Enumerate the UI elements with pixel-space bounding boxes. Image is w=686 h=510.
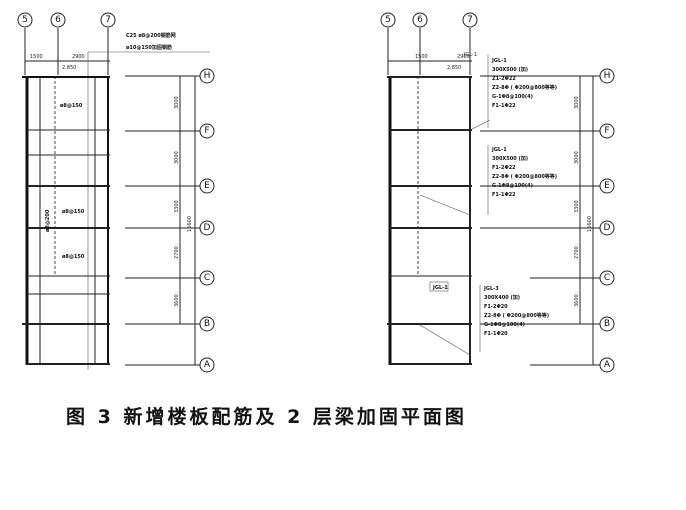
axis-bubble	[50, 12, 66, 28]
axis-bubble	[199, 357, 215, 373]
beam-note: Z2-8Φ ( Φ200@800等等)	[492, 173, 557, 180]
column-axis-label: 6	[417, 15, 423, 25]
row-axis-label: H	[204, 71, 211, 81]
beam-note: Z2-8Φ ( Φ200@800等等)	[492, 84, 557, 91]
rebar-note: C25 ø8@200钢筋网	[126, 32, 176, 39]
axis-bubble	[412, 12, 428, 28]
beam-tag: JGL-1	[432, 285, 448, 291]
beam-note: Z1-2Φ22	[492, 76, 516, 82]
rebar-note: ø8@200	[45, 209, 51, 232]
column-axis-label: 7	[105, 15, 111, 25]
beam-note: F1-2Φ20	[484, 304, 508, 310]
dimension-label: 3000	[174, 96, 180, 109]
beam-note: 300X500 (加)	[492, 155, 528, 162]
column-axis-label: 7	[467, 15, 473, 25]
dimension-label: 1500	[415, 54, 428, 60]
row-axis-label: B	[204, 319, 210, 329]
beam-note: F1-1Φ22	[492, 192, 516, 198]
axis-bubble	[599, 357, 615, 373]
axis-bubble	[599, 316, 615, 332]
rebar-note: ø10@150加固钢筋	[126, 44, 172, 51]
right-floor-plan	[387, 28, 607, 366]
beam-note: JGL-1	[491, 58, 507, 64]
row-axis-label: F	[204, 126, 209, 136]
dimension-label: 2.850	[62, 65, 76, 71]
row-axis-label: D	[604, 223, 611, 233]
dimension-label: 3000	[174, 151, 180, 164]
rebar-note: ø8@150	[62, 254, 85, 260]
axis-bubble	[599, 220, 615, 236]
dimension-label: 3000	[574, 96, 580, 109]
axis-bubble	[199, 178, 215, 194]
axis-bubble	[199, 316, 215, 332]
beam-note: F1-1Φ22	[492, 103, 516, 109]
axis-bubble	[199, 270, 215, 286]
axis-bubble	[599, 178, 615, 194]
dimension-label: 3600	[574, 294, 580, 307]
beam-note: JGL-1	[491, 147, 507, 153]
axis-bubble	[599, 68, 615, 84]
column-axis-label: 6	[55, 15, 61, 25]
left-floor-plan	[22, 28, 210, 370]
dimension-label: 3300	[174, 200, 180, 213]
column-axis-label: 5	[22, 15, 28, 25]
dimension-label: 3000	[574, 151, 580, 164]
dimension-label: 2900	[72, 54, 85, 60]
row-axis-label: E	[204, 181, 210, 191]
beam-note: G-1Φ8@100(4)	[492, 183, 533, 189]
beam-note: JGL-3	[483, 286, 499, 292]
dimension-label: 2700	[174, 246, 180, 259]
axis-bubble	[17, 12, 33, 28]
column-axis-label: 5	[385, 15, 391, 25]
dimension-label: 3600	[174, 294, 180, 307]
dimension-label: 15600	[187, 216, 193, 232]
beam-note: Z2-8Φ ( Φ200@800等等)	[484, 312, 549, 319]
axis-bubble	[199, 68, 215, 84]
axis-bubble	[380, 12, 396, 28]
row-axis-label: H	[604, 71, 611, 81]
axis-bubble	[599, 123, 615, 139]
beam-note: G-1Φ8@100(4)	[484, 322, 525, 328]
dimension-label: 15600	[587, 216, 593, 232]
dimension-label: 2700	[574, 246, 580, 259]
row-axis-label: A	[204, 360, 211, 370]
row-axis-label: C	[604, 273, 610, 283]
figure-caption: 图 3 新增楼板配筋及 2 层梁加固平面图	[66, 406, 467, 428]
row-axis-label: F	[604, 126, 609, 136]
dimension-label: 1500	[30, 54, 43, 60]
beam-note: F1-1Φ20	[484, 331, 508, 337]
dimension-label: 2.850	[447, 65, 461, 71]
beam-tag: JGL-1	[463, 52, 477, 58]
row-axis-label: D	[204, 223, 211, 233]
axis-bubble	[462, 12, 478, 28]
axis-bubble	[100, 12, 116, 28]
row-axis-label: A	[604, 360, 611, 370]
dimension-label: 3300	[574, 200, 580, 213]
axis-bubble	[599, 270, 615, 286]
row-axis-label: E	[604, 181, 610, 191]
beam-note: 300X500 (加)	[492, 66, 528, 73]
row-axis-label: B	[604, 319, 610, 329]
axis-bubble	[199, 123, 215, 139]
row-axis-label: C	[204, 273, 210, 283]
axis-bubble	[199, 220, 215, 236]
beam-note: 300X400 (加)	[484, 294, 520, 301]
dimension-label: 2900	[457, 54, 470, 60]
rebar-note: ø8@150	[60, 103, 83, 109]
beam-note: F1-2Φ22	[492, 165, 516, 171]
rebar-note: ø8@150	[62, 209, 85, 215]
beam-note: G-1Φ8@100(4)	[492, 94, 533, 100]
